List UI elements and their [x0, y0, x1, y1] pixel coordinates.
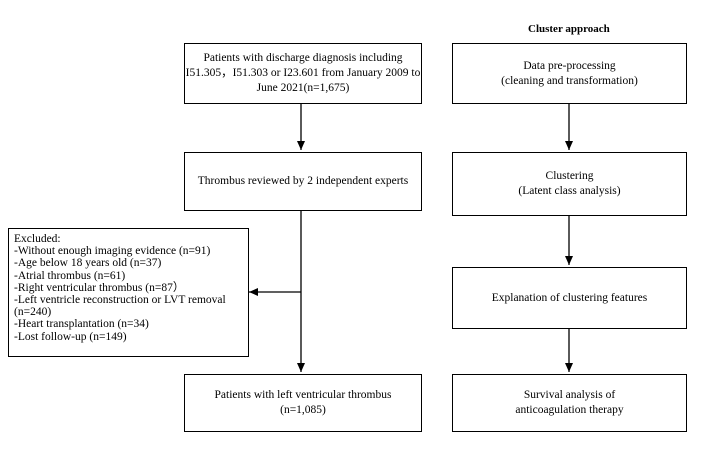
- thrombus-review-box: Thrombus reviewed by 2 independent exper…: [184, 152, 422, 211]
- patients-line-1: Patients with discharge diagnosis includ…: [203, 52, 403, 64]
- explanation-box: Explanation of clustering features: [452, 267, 687, 329]
- cluster-approach-heading: Cluster approach: [528, 23, 610, 35]
- data-preprocessing-box: Data pre-processing (cleaning and transf…: [452, 43, 687, 104]
- clustering-line-1: Clustering: [545, 170, 594, 182]
- excluded-line-7: (n=240): [14, 306, 52, 319]
- patients-line-2: I51.305，I51.303 or I23.601 from January …: [185, 67, 421, 79]
- clustering-line-2: (Latent class analysis): [518, 185, 621, 197]
- preprocess-line-2: (cleaning and transformation): [501, 74, 638, 87]
- preprocess-line-1: Data pre-processing: [523, 59, 616, 72]
- review-line-1: Thrombus reviewed by 2 independent exper…: [197, 175, 409, 187]
- explanation-line-1: Explanation of clustering features: [491, 291, 648, 304]
- excluded-line-4: -Atrial thrombus (n=61): [14, 269, 126, 282]
- excluded-line-6: -Left ventricle reconstruction or LVT re…: [14, 294, 226, 307]
- excluded-line-1: Excluded:: [14, 233, 61, 245]
- excluded-line-5: -Right ventricular thrombus (n=87）: [14, 281, 185, 294]
- survival-line-1: Survival analysis of: [523, 389, 616, 401]
- patients-discharge-box: Patients with discharge diagnosis includ…: [184, 43, 422, 104]
- survival-analysis-box: Survival analysis of anticoagulation the…: [452, 374, 687, 432]
- clustering-box: Clustering (Latent class analysis): [452, 152, 687, 216]
- excluded-line-9: -Lost follow-up (n=149): [14, 330, 127, 343]
- patients-line-3: June 2021(n=1,675): [256, 82, 350, 94]
- excluded-line-8: -Heart transplantation (n=34): [14, 318, 149, 331]
- lvt-line-2: (n=1,085): [280, 404, 326, 416]
- excluded-line-2: -Without enough imaging evidence (n=91): [14, 245, 211, 258]
- lvt-patients-box: Patients with left ventricular thrombus …: [184, 374, 422, 432]
- excluded-line-3: -Age below 18 years old (n=37): [14, 257, 162, 270]
- survival-line-2: anticoagulation therapy: [515, 404, 624, 416]
- excluded-box: Excluded: -Without enough imaging eviden…: [8, 228, 249, 357]
- lvt-line-1: Patients with left ventricular thrombus: [214, 389, 392, 401]
